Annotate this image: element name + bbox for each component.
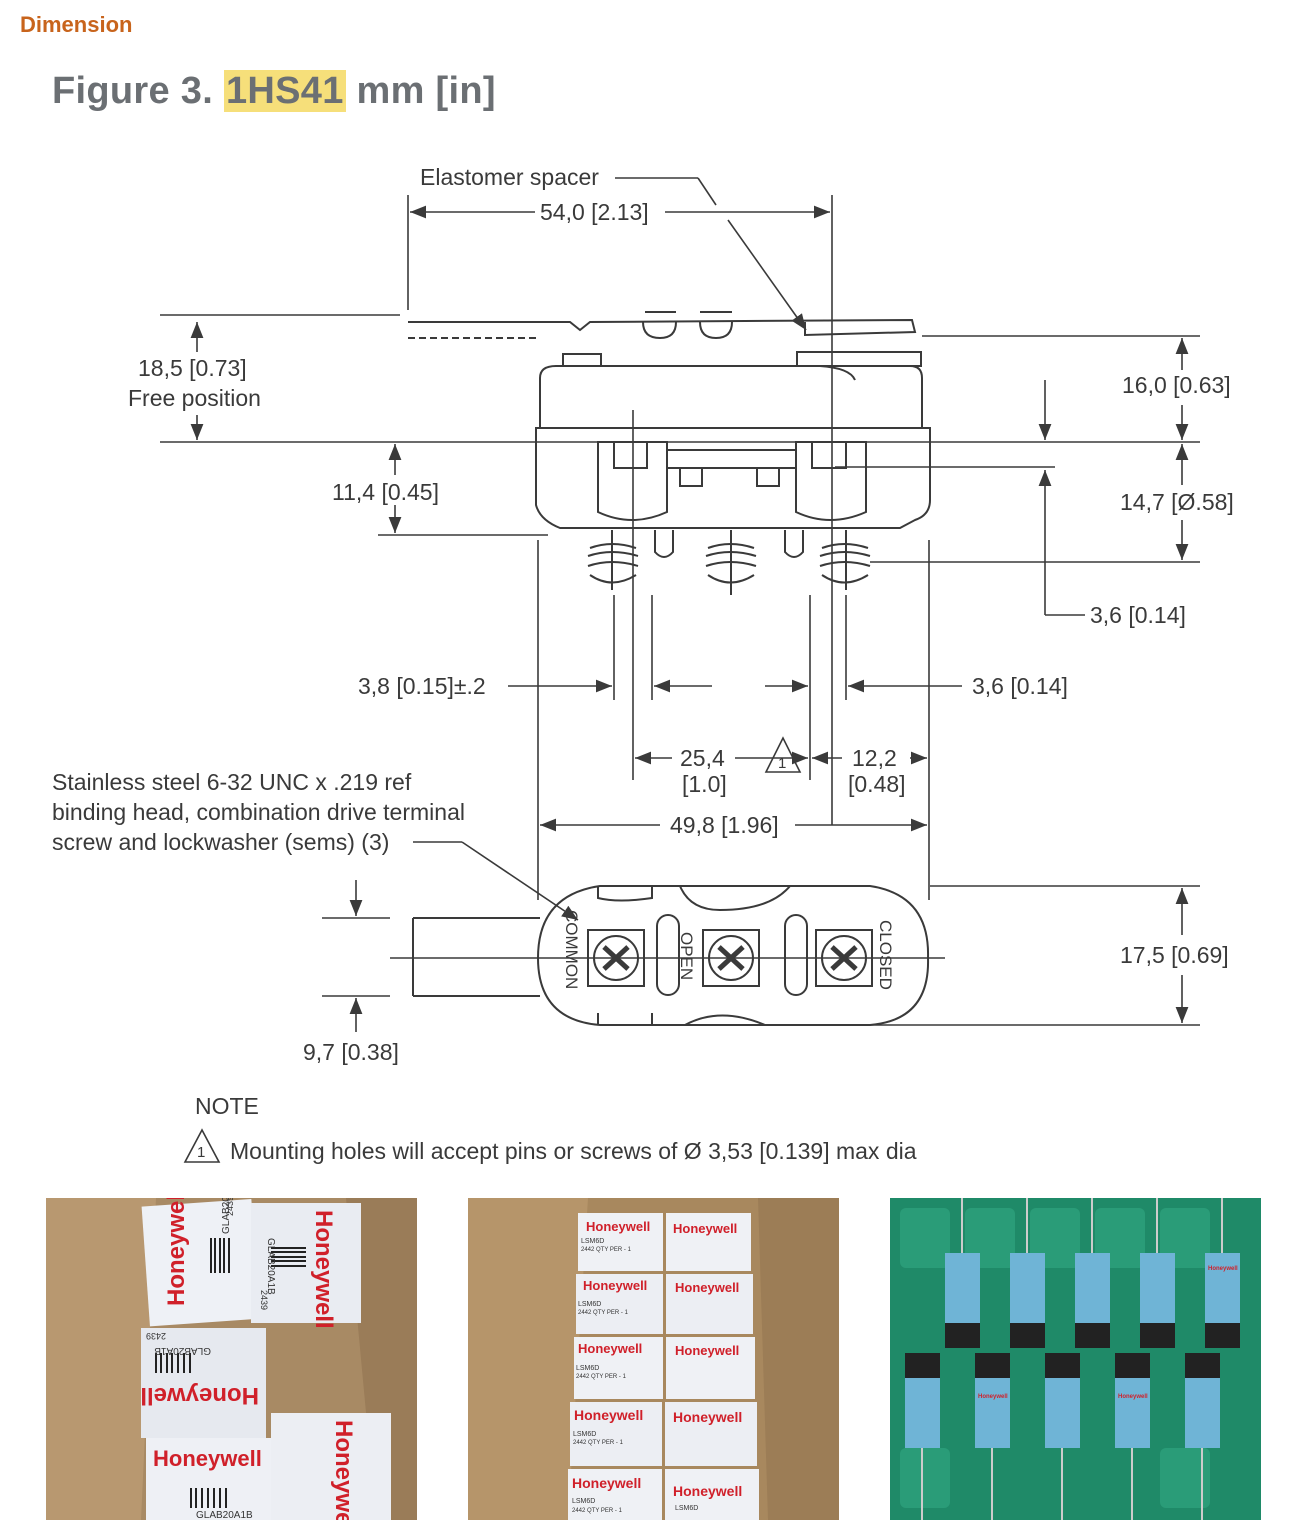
photo2-qty-4: 2442 QTY PER - 1 [573,1440,624,1446]
screw-closed [819,530,871,590]
photo1-brand-4: Honeywell [153,1446,262,1471]
dim-25-4-inch: [1.0] [682,771,727,797]
photo2-qty-1: 2442 QTY PER - 1 [581,1247,632,1253]
photo3-brand-3: Honeywell [1208,1266,1238,1272]
screw-common [587,530,639,590]
photo2-brand-4: Honeywell [675,1280,739,1295]
product-photo-boxes-glab: Honeywell Honeywell Honeywell Honeywell … [46,1198,417,1520]
dimension-labels: Elastomer spacer 54,0 [2.13] 18,5 [0.73]… [52,164,1234,1164]
figure-title-prefix: Figure 3. [52,70,214,112]
switch-body-side-view [408,311,931,595]
photo1-code-4: GLAB20A1B [196,1510,253,1520]
photo1-lot-2: 2439 [259,1290,269,1310]
photo2-brand-7: Honeywell [574,1407,643,1423]
photo1-brand-1: Honeywell [163,1198,190,1306]
screw-spec-line1: Stainless steel 6-32 UNC x .219 ref [52,769,412,795]
dim-17-5: 17,5 [0.69] [1120,942,1229,968]
photo2-qty-2: 2442 QTY PER - 1 [578,1310,629,1316]
dimension-lines [160,177,1200,1032]
dim-25-4: 25,4 [680,745,725,771]
figure-title: Figure 3. 1HS41 mm [in] [52,70,496,113]
photo2-brand-9: Honeywell [572,1475,641,1491]
photo2-code-1: LSM6D [581,1238,604,1245]
switch-row-top [945,1198,1240,1348]
note-heading: NOTE [195,1093,259,1119]
switch-row-bottom [905,1353,1220,1520]
dim-overall-width: 54,0 [2.13] [540,199,649,225]
label-elastomer-spacer: Elastomer spacer [420,164,599,190]
photo2-brand-10: Honeywell [673,1483,742,1499]
photo3-brand-1: Honeywell [978,1394,1008,1400]
note-triangle-icon [183,1128,221,1163]
dim-16-0: 16,0 [0.63] [1122,372,1231,398]
note-text: Mounting holes will accept pins or screw… [230,1138,917,1164]
photo2-code-5: LSM6D [572,1498,595,1505]
dimension-drawing: Elastomer spacer 54,0 [2.13] 18,5 [0.73]… [52,164,1234,1164]
photo1-code-3: GLAB20A1B [154,1345,211,1356]
photo1-lot-1: 2439 [225,1198,235,1216]
photo2-code-6: LSM6D [675,1505,698,1512]
terminal-label-closed: CLOSED [876,920,895,990]
product-photo-limit-switches: Honeywell Honeywell Honeywell [890,1198,1261,1520]
photo1-brand-2: Honeywell [310,1210,337,1329]
photo2-brand-6: Honeywell [675,1343,739,1358]
photo3-brand-2: Honeywell [1118,1394,1148,1400]
product-photo-boxes-lsm6d: Honeywell Honeywell Honeywell Honeywell … [468,1198,839,1520]
dim-9-7: 9,7 [0.38] [303,1039,399,1065]
dim-3-8: 3,8 [0.15]±.2 [358,673,486,699]
photo2-brand-2: Honeywell [673,1221,737,1236]
dim-3-6-right: 3,6 [0.14] [1090,602,1186,628]
dim-3-6-bottom: 3,6 [0.14] [972,673,1068,699]
photo1-brand-5: Honeywell [330,1420,357,1520]
photo2-brand-5: Honeywell [578,1341,642,1356]
screw-open [705,530,757,595]
photo1-lot-3: 2439 [146,1331,166,1341]
dim-12-2: 12,2 [852,745,897,771]
dim-11-4: 11,4 [0.45] [332,479,439,505]
dim-14-7: 14,7 [Ø.58] [1120,489,1234,515]
screw-spec-line2: binding head, combination drive terminal [52,799,465,825]
photo2-brand-8: Honeywell [673,1409,742,1425]
dim-free-position-label: Free position [128,385,261,411]
terminal-label-open: OPEN [677,932,696,980]
photo2-brand-1: Honeywell [586,1219,650,1234]
figure-title-suffix: mm [in] [356,70,496,112]
photo2-qty-3: 2442 QTY PER - 1 [576,1374,627,1380]
photo1-code-2: GLAB20A1B [265,1238,276,1295]
dim-49-8: 49,8 [1.96] [670,812,779,838]
terminal-label-common: COMMON [562,910,581,989]
photo2-qty-5: 2442 QTY PER - 1 [572,1508,623,1514]
dim-free-position-value: 18,5 [0.73] [138,355,247,381]
photo2-brand-3: Honeywell [583,1278,647,1293]
section-title: Dimension [20,12,133,37]
photo2-code-4: LSM6D [573,1431,596,1438]
figure-model-highlight: 1HS41 [223,70,346,112]
photo2-code-2: LSM6D [578,1301,601,1308]
photo1-brand-3: Honeywell [140,1382,259,1409]
note-marker-number: 1 [778,755,786,772]
dim-12-2-inch: [0.48] [848,771,906,797]
note-triangle-marker [764,736,802,773]
photo1-code-1: GLAB20A1B [221,1198,232,1234]
switch-bottom-view [412,885,930,1026]
screw-spec-line3: screw and lockwasher (sems) (3) [52,829,389,855]
note-icon-number: 1 [197,1144,205,1161]
photo2-code-3: LSM6D [576,1365,599,1372]
